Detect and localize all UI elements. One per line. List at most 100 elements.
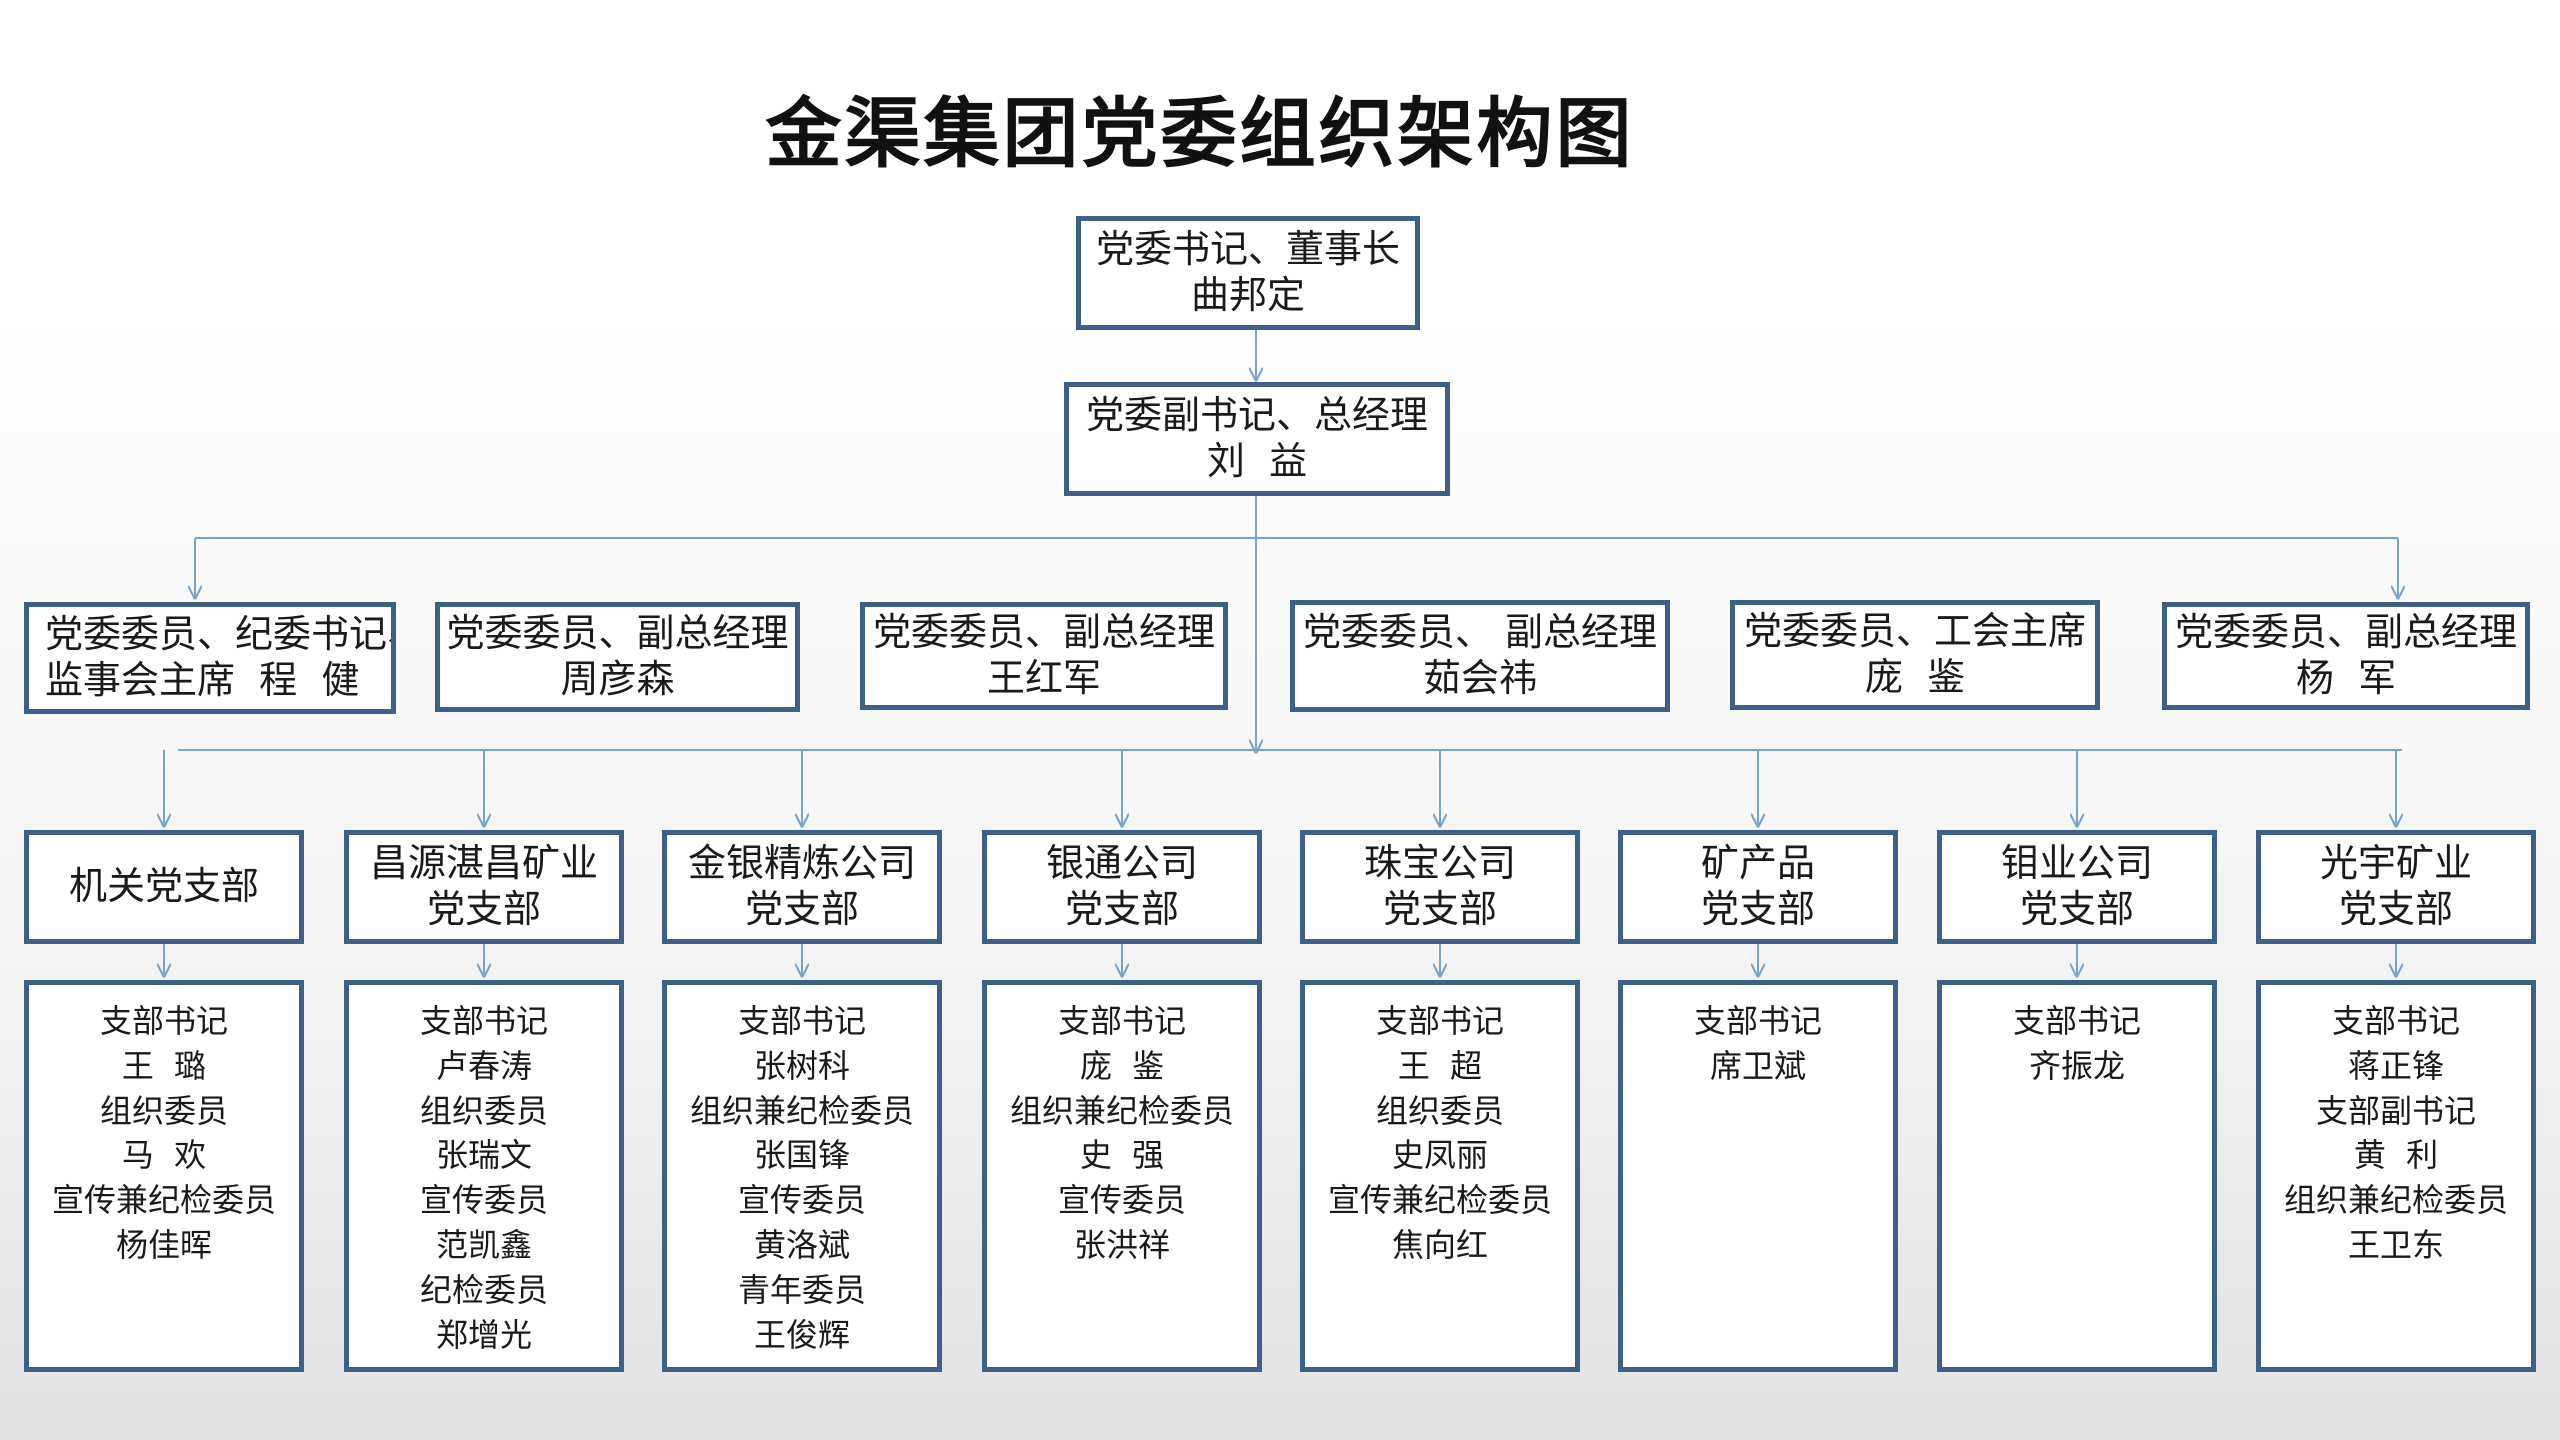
committee-member-box-line: 茹会祎 [1422, 656, 1537, 700]
branch-members-box-line: 张洪祥 [1073, 1225, 1170, 1264]
committee-member-box: 党委委员、副总经理杨 军 [2162, 602, 2530, 710]
branch-members-box-line: 宣传委员 [737, 1181, 866, 1220]
branch-box: 金银精炼公司党支部 [662, 830, 942, 944]
branch-members-box-line: 组织委员 [419, 1091, 548, 1130]
branch-members-box-line: 组织委员 [1375, 1091, 1504, 1130]
branch-box-line: 党支部 [1382, 887, 1497, 931]
branch-members-box-line: 黄 利 [2353, 1136, 2439, 1175]
branch-members-box-line: 齐振龙 [2028, 1046, 2125, 1085]
committee-member-box-line: 党委委员、副总经理 [872, 610, 1215, 655]
committee-member-box-line: 王红军 [986, 656, 1101, 700]
committee-member-box: 党委委员、工会主席庞 鉴 [1730, 600, 2100, 710]
general-manager-box-line: 党委副书记、总经理 [1085, 393, 1428, 438]
branch-members-box-line: 支部书记 [2331, 1002, 2460, 1040]
branch-box-line: 党支部 [1700, 887, 1815, 931]
branch-members-box-line: 组织兼纪检委员 [1009, 1091, 1234, 1130]
branch-box: 矿产品党支部 [1618, 830, 1898, 944]
branch-members-box-line: 王卫东 [2347, 1225, 2444, 1264]
committee-member-box-line: 党委委员、 副总经理 [1302, 610, 1658, 655]
branch-members-box-line: 宣传兼纪检委员 [51, 1181, 276, 1220]
branch-box-line: 光宇矿业 [2319, 841, 2472, 886]
committee-member-box: 党委委员、纪委书记、监事会主席 程 健 [24, 602, 396, 714]
committee-member-box-line: 党委委员、纪委书记、 [45, 612, 396, 657]
branch-box: 机关党支部 [24, 830, 304, 944]
branch-members-box-line: 宣传委员 [1057, 1181, 1186, 1220]
committee-member-box-line: 监事会主席 程 健 [45, 658, 360, 702]
committee-member-box-line: 庞 鉴 [1864, 655, 1966, 699]
branch-members-box-line: 支部副书记 [2315, 1091, 2476, 1130]
branch-members-box-line: 席卫斌 [1709, 1046, 1806, 1085]
general-manager-box: 党委副书记、总经理刘 益 [1064, 382, 1450, 496]
branch-members-box: 支部书记席卫斌 [1618, 980, 1898, 1372]
branch-members-box-line: 青年委员 [737, 1270, 866, 1309]
branch-box-line: 机关党支部 [68, 864, 259, 909]
branch-members-box-line: 王 超 [1397, 1046, 1483, 1085]
branch-members-box: 支部书记蒋正锋支部副书记黄 利组织兼纪检委员王卫东 [2256, 980, 2536, 1372]
branch-members-box-line: 范凯鑫 [435, 1225, 532, 1264]
branch-members-box-line: 蒋正锋 [2347, 1046, 2444, 1085]
branch-members-box-line: 黄洛斌 [753, 1225, 850, 1264]
branch-members-box: 支部书记齐振龙 [1937, 980, 2217, 1372]
branch-box-line: 党支部 [2019, 887, 2134, 931]
chairman-box-line: 曲邦定 [1190, 273, 1305, 317]
chairman-box: 党委书记、董事长曲邦定 [1076, 216, 1420, 330]
branch-members-box-line: 张国锋 [753, 1136, 850, 1175]
committee-member-box-line: 党委委员、工会主席 [1743, 609, 2086, 654]
chairman-box-line: 党委书记、董事长 [1095, 227, 1400, 272]
branch-members-box-line: 组织兼纪检委员 [2283, 1181, 2508, 1220]
branch-members-box-line: 史 强 [1079, 1136, 1165, 1175]
branch-members-box-line: 史凤丽 [1391, 1136, 1488, 1175]
branch-members-box: 支部书记张树科组织兼纪检委员张国锋宣传委员黄洛斌青年委员王俊辉 [662, 980, 942, 1372]
branch-members-box-line: 组织委员 [99, 1091, 228, 1130]
branch-members-box-line: 支部书记 [1375, 1002, 1504, 1040]
branch-box-line: 珠宝公司 [1363, 841, 1516, 886]
branch-box-line: 党支部 [426, 887, 541, 931]
branch-box: 钼业公司党支部 [1937, 830, 2217, 944]
committee-member-box: 党委委员、副总经理王红军 [860, 602, 1228, 710]
branch-members-box-line: 支部书记 [99, 1002, 228, 1040]
branch-box-line: 金银精炼公司 [687, 841, 916, 886]
branch-box-line: 昌源湛昌矿业 [369, 841, 598, 886]
branch-members-box-line: 支部书记 [419, 1002, 548, 1040]
branch-box-line: 党支部 [744, 887, 859, 931]
committee-member-box: 党委委员、副总经理周彦森 [435, 602, 800, 712]
branch-members-box-line: 庞 鉴 [1079, 1046, 1165, 1085]
branch-box: 昌源湛昌矿业党支部 [344, 830, 624, 944]
branch-members-box-line: 王俊辉 [753, 1315, 850, 1354]
committee-member-box: 党委委员、 副总经理茹会祎 [1290, 600, 1670, 712]
branch-members-box-line: 纪检委员 [419, 1270, 548, 1309]
branch-members-box-line: 支部书记 [1693, 1002, 1822, 1040]
branch-members-box-line: 张树科 [753, 1046, 850, 1085]
branch-box-line: 银通公司 [1045, 841, 1198, 886]
branch-members-box-line: 焦向红 [1391, 1225, 1488, 1264]
branch-members-box-line: 支部书记 [737, 1002, 866, 1040]
branch-members-box-line: 卢春涛 [435, 1046, 532, 1085]
branch-members-box-line: 张瑞文 [435, 1136, 532, 1175]
committee-member-box-line: 党委委员、副总经理 [2174, 610, 2517, 655]
committee-member-box-line: 杨 军 [2295, 656, 2397, 700]
general-manager-box-line: 刘 益 [1206, 439, 1308, 483]
branch-members-box-line: 王 璐 [121, 1046, 207, 1085]
branch-members-box-line: 杨佳晖 [115, 1225, 212, 1264]
branch-members-box-line: 支部书记 [2012, 1002, 2141, 1040]
branch-members-box: 支部书记卢春涛组织委员张瑞文宣传委员范凯鑫纪检委员郑增光 [344, 980, 624, 1372]
branch-members-box: 支部书记王 超组织委员史凤丽宣传兼纪检委员焦向红 [1300, 980, 1580, 1372]
branch-box-line: 党支部 [2338, 887, 2453, 931]
branch-members-box-line: 组织兼纪检委员 [689, 1091, 914, 1130]
committee-member-box-line: 周彦森 [560, 657, 675, 701]
branch-box: 光宇矿业党支部 [2256, 830, 2536, 944]
branch-box-line: 矿产品 [1700, 841, 1815, 886]
branch-members-box-line: 郑增光 [435, 1315, 532, 1354]
page-title: 金渠集团党委组织架构图 [765, 89, 1635, 178]
branch-members-box-line: 宣传兼纪检委员 [1327, 1181, 1552, 1220]
branch-members-box: 支部书记王 璐组织委员马 欢宣传兼纪检委员杨佳晖 [24, 980, 304, 1372]
branch-members-box-line: 宣传委员 [419, 1181, 548, 1220]
committee-member-box-line: 党委委员、副总经理 [446, 611, 789, 656]
branch-box-line: 党支部 [1064, 887, 1179, 931]
branch-box: 珠宝公司党支部 [1300, 830, 1580, 944]
branch-members-box: 支部书记庞 鉴组织兼纪检委员史 强宣传委员张洪祥 [982, 980, 1262, 1372]
branch-box: 银通公司党支部 [982, 830, 1262, 944]
branch-box-line: 钼业公司 [2000, 841, 2153, 886]
branch-members-box-line: 马 欢 [121, 1136, 207, 1175]
